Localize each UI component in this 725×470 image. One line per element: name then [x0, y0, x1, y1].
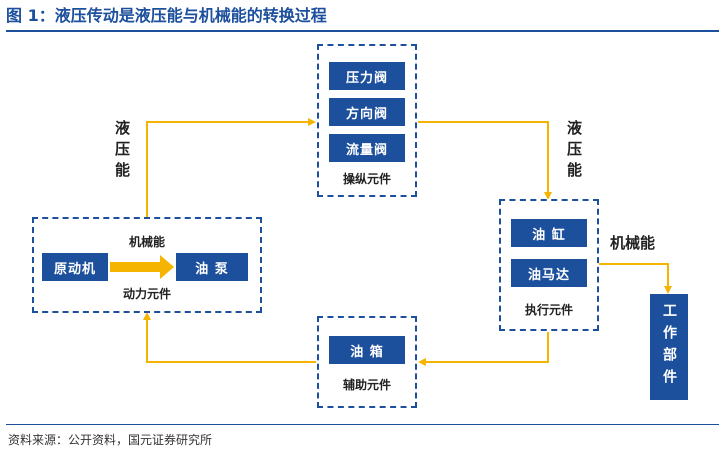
arrow-control-to-actuator: [418, 121, 552, 200]
control-group: 压力阀 方向阀 流量阀 操纵元件: [317, 44, 417, 197]
figure-title: 图 1：液压传动是液压能与机械能的转换过程: [6, 6, 327, 25]
source-note: 资料来源：公开资料，国元证券研究所: [8, 433, 213, 447]
oil-tank-block: 油 箱: [329, 336, 405, 364]
aux-caption: 辅助元件: [342, 378, 391, 392]
oil-pump-block: 油 泵: [176, 253, 248, 281]
flow-valve: 流量阀: [329, 134, 405, 162]
mechanical-label: 机械能: [610, 234, 656, 252]
mechanical-energy-label: 机械能: [128, 235, 165, 249]
aux-group: 油 箱 辅助元件: [317, 316, 417, 408]
mechanical-arrow: [110, 255, 174, 279]
work-part-block: 工作部件: [650, 294, 688, 400]
actuator-group: 油 缸 油马达 执行元件: [499, 199, 599, 331]
left-hydraulic-label: 液压能: [113, 120, 131, 183]
power-caption: 动力元件: [122, 287, 171, 301]
actuator-caption: 执行元件: [524, 303, 573, 317]
oil-cylinder-block: 油 缸: [511, 219, 587, 247]
oil-motor-block: 油马达: [511, 259, 587, 287]
arrow-power-to-control: [146, 118, 316, 218]
power-group: 机械能 原动机 油 泵 动力元件: [32, 217, 262, 313]
control-caption: 操纵元件: [342, 172, 391, 186]
prime-mover-block: 原动机: [42, 253, 108, 281]
arrow-actuator-to-work: [598, 263, 672, 294]
footer-divider: [6, 424, 719, 425]
arrow-actuator-to-aux: [418, 332, 549, 366]
right-hydraulic-label: 液压能: [565, 120, 583, 183]
arrow-aux-to-power: [143, 312, 316, 363]
title-divider: [6, 30, 719, 32]
direction-valve: 方向阀: [329, 98, 405, 126]
pressure-valve: 压力阀: [329, 62, 405, 90]
